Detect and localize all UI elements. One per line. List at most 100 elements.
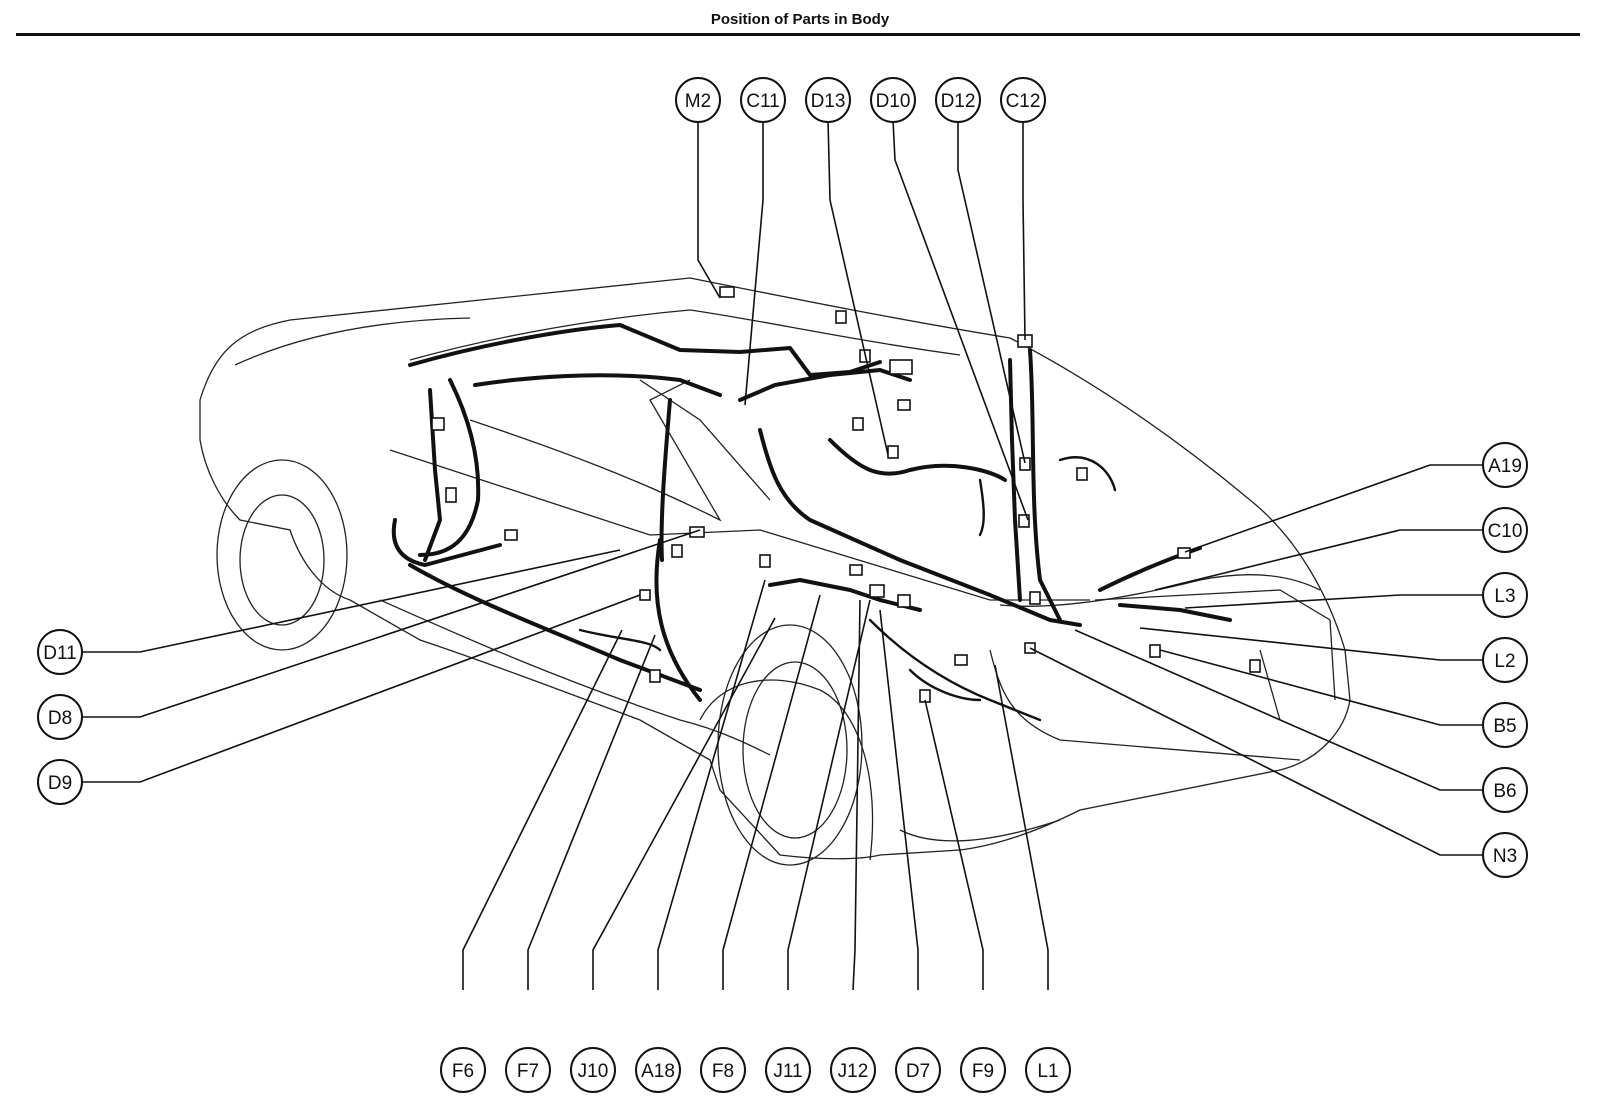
part-label-n3: N3 bbox=[1482, 832, 1528, 878]
leader-F7 bbox=[527, 634, 656, 990]
label-circle bbox=[1482, 637, 1528, 683]
label-circle bbox=[440, 1047, 486, 1093]
label-circle bbox=[805, 77, 851, 123]
label-text: D8 bbox=[48, 708, 72, 729]
part-label-c11: C11 bbox=[740, 77, 786, 123]
leader-B6 bbox=[1074, 629, 1483, 791]
leader-C12 bbox=[1022, 120, 1026, 341]
part-label-d10: D10 bbox=[870, 77, 916, 123]
label-circle bbox=[675, 77, 721, 123]
label-text: F9 bbox=[972, 1061, 994, 1082]
label-circle bbox=[700, 1047, 746, 1093]
leader-C11 bbox=[744, 120, 764, 406]
leader-J12 bbox=[852, 599, 861, 991]
leader-D7 bbox=[879, 609, 919, 990]
label-circle bbox=[1000, 77, 1046, 123]
label-circle bbox=[935, 77, 981, 123]
leader-D10 bbox=[892, 119, 1029, 521]
part-label-f7: F7 bbox=[505, 1047, 551, 1093]
part-label-l3: L3 bbox=[1482, 572, 1528, 618]
label-circle bbox=[870, 77, 916, 123]
label-circle bbox=[960, 1047, 1006, 1093]
car-body-outline bbox=[199, 277, 1351, 866]
leader-F8 bbox=[722, 594, 821, 990]
label-circle bbox=[570, 1047, 616, 1093]
leader-D9 bbox=[82, 594, 641, 783]
label-circle bbox=[37, 629, 83, 675]
leader-lines bbox=[82, 119, 1483, 991]
connectors bbox=[431, 286, 1261, 703]
leader-L3 bbox=[1184, 594, 1483, 609]
label-text: D11 bbox=[43, 643, 76, 664]
label-circle bbox=[1482, 767, 1528, 813]
label-circle bbox=[895, 1047, 941, 1093]
label-circle bbox=[505, 1047, 551, 1093]
label-circle bbox=[1482, 702, 1528, 748]
part-label-j10: J10 bbox=[570, 1047, 616, 1093]
part-label-f9: F9 bbox=[960, 1047, 1006, 1093]
leader-B5 bbox=[1159, 649, 1483, 726]
part-label-d12: D12 bbox=[935, 77, 981, 123]
part-label-f8: F8 bbox=[700, 1047, 746, 1093]
label-text: F6 bbox=[452, 1061, 474, 1082]
label-circle bbox=[830, 1047, 876, 1093]
label-text: M2 bbox=[685, 91, 711, 112]
label-circle bbox=[1482, 572, 1528, 618]
title-rule bbox=[16, 33, 1580, 36]
label-text: C12 bbox=[1006, 91, 1041, 112]
leader-D11 bbox=[82, 549, 621, 653]
part-label-b5: B5 bbox=[1482, 702, 1528, 748]
part-label-f6: F6 bbox=[440, 1047, 486, 1093]
leader-F6 bbox=[462, 629, 623, 990]
leader-J11 bbox=[787, 599, 871, 990]
label-text: L1 bbox=[1037, 1061, 1058, 1082]
label-text: F8 bbox=[712, 1061, 734, 1082]
leader-J10 bbox=[592, 617, 776, 990]
label-circle bbox=[765, 1047, 811, 1093]
label-circle bbox=[37, 759, 83, 805]
part-label-b6: B6 bbox=[1482, 767, 1528, 813]
part-label-m2: M2 bbox=[675, 77, 721, 123]
page-title: Position of Parts in Body bbox=[710, 11, 890, 28]
label-text: D10 bbox=[876, 91, 911, 112]
label-text: J12 bbox=[838, 1061, 869, 1082]
label-text: N3 bbox=[1493, 846, 1517, 867]
label-circle bbox=[1482, 832, 1528, 878]
leader-F9 bbox=[924, 699, 984, 990]
leader-L1 bbox=[994, 664, 1049, 990]
label-text: F7 bbox=[517, 1061, 539, 1082]
label-text: C11 bbox=[746, 91, 779, 112]
part-label-a18: A18 bbox=[635, 1047, 681, 1093]
part-label-a19: A19 bbox=[1482, 442, 1528, 488]
label-text: C10 bbox=[1488, 521, 1523, 542]
label-text: J10 bbox=[578, 1061, 609, 1082]
label-text: D12 bbox=[941, 91, 976, 112]
label-circle bbox=[1025, 1047, 1071, 1093]
label-text: D13 bbox=[811, 91, 846, 112]
label-text: D9 bbox=[48, 773, 72, 794]
part-label-c10: C10 bbox=[1482, 507, 1528, 553]
part-label-l2: L2 bbox=[1482, 637, 1528, 683]
label-text: B6 bbox=[1493, 781, 1516, 802]
leader-N3 bbox=[1029, 647, 1483, 856]
leader-L2 bbox=[1139, 627, 1483, 661]
part-label-d8: D8 bbox=[37, 694, 83, 740]
leader-D13 bbox=[827, 119, 889, 456]
label-text: A18 bbox=[641, 1061, 675, 1082]
leader-D12 bbox=[957, 120, 1026, 464]
leader-M2 bbox=[697, 120, 721, 299]
leader-A19 bbox=[1184, 464, 1483, 553]
label-text: D7 bbox=[906, 1061, 930, 1082]
label-circle bbox=[740, 77, 786, 123]
leader-C10 bbox=[1154, 529, 1483, 591]
part-label-d9: D9 bbox=[37, 759, 83, 805]
label-circle bbox=[1482, 507, 1528, 553]
part-label-j11: J11 bbox=[765, 1047, 811, 1093]
part-label-l1: L1 bbox=[1025, 1047, 1071, 1093]
part-label-d11: D11 bbox=[37, 629, 83, 675]
label-text: J11 bbox=[773, 1061, 802, 1082]
label-circle bbox=[635, 1047, 681, 1093]
label-text: L3 bbox=[1494, 586, 1515, 607]
